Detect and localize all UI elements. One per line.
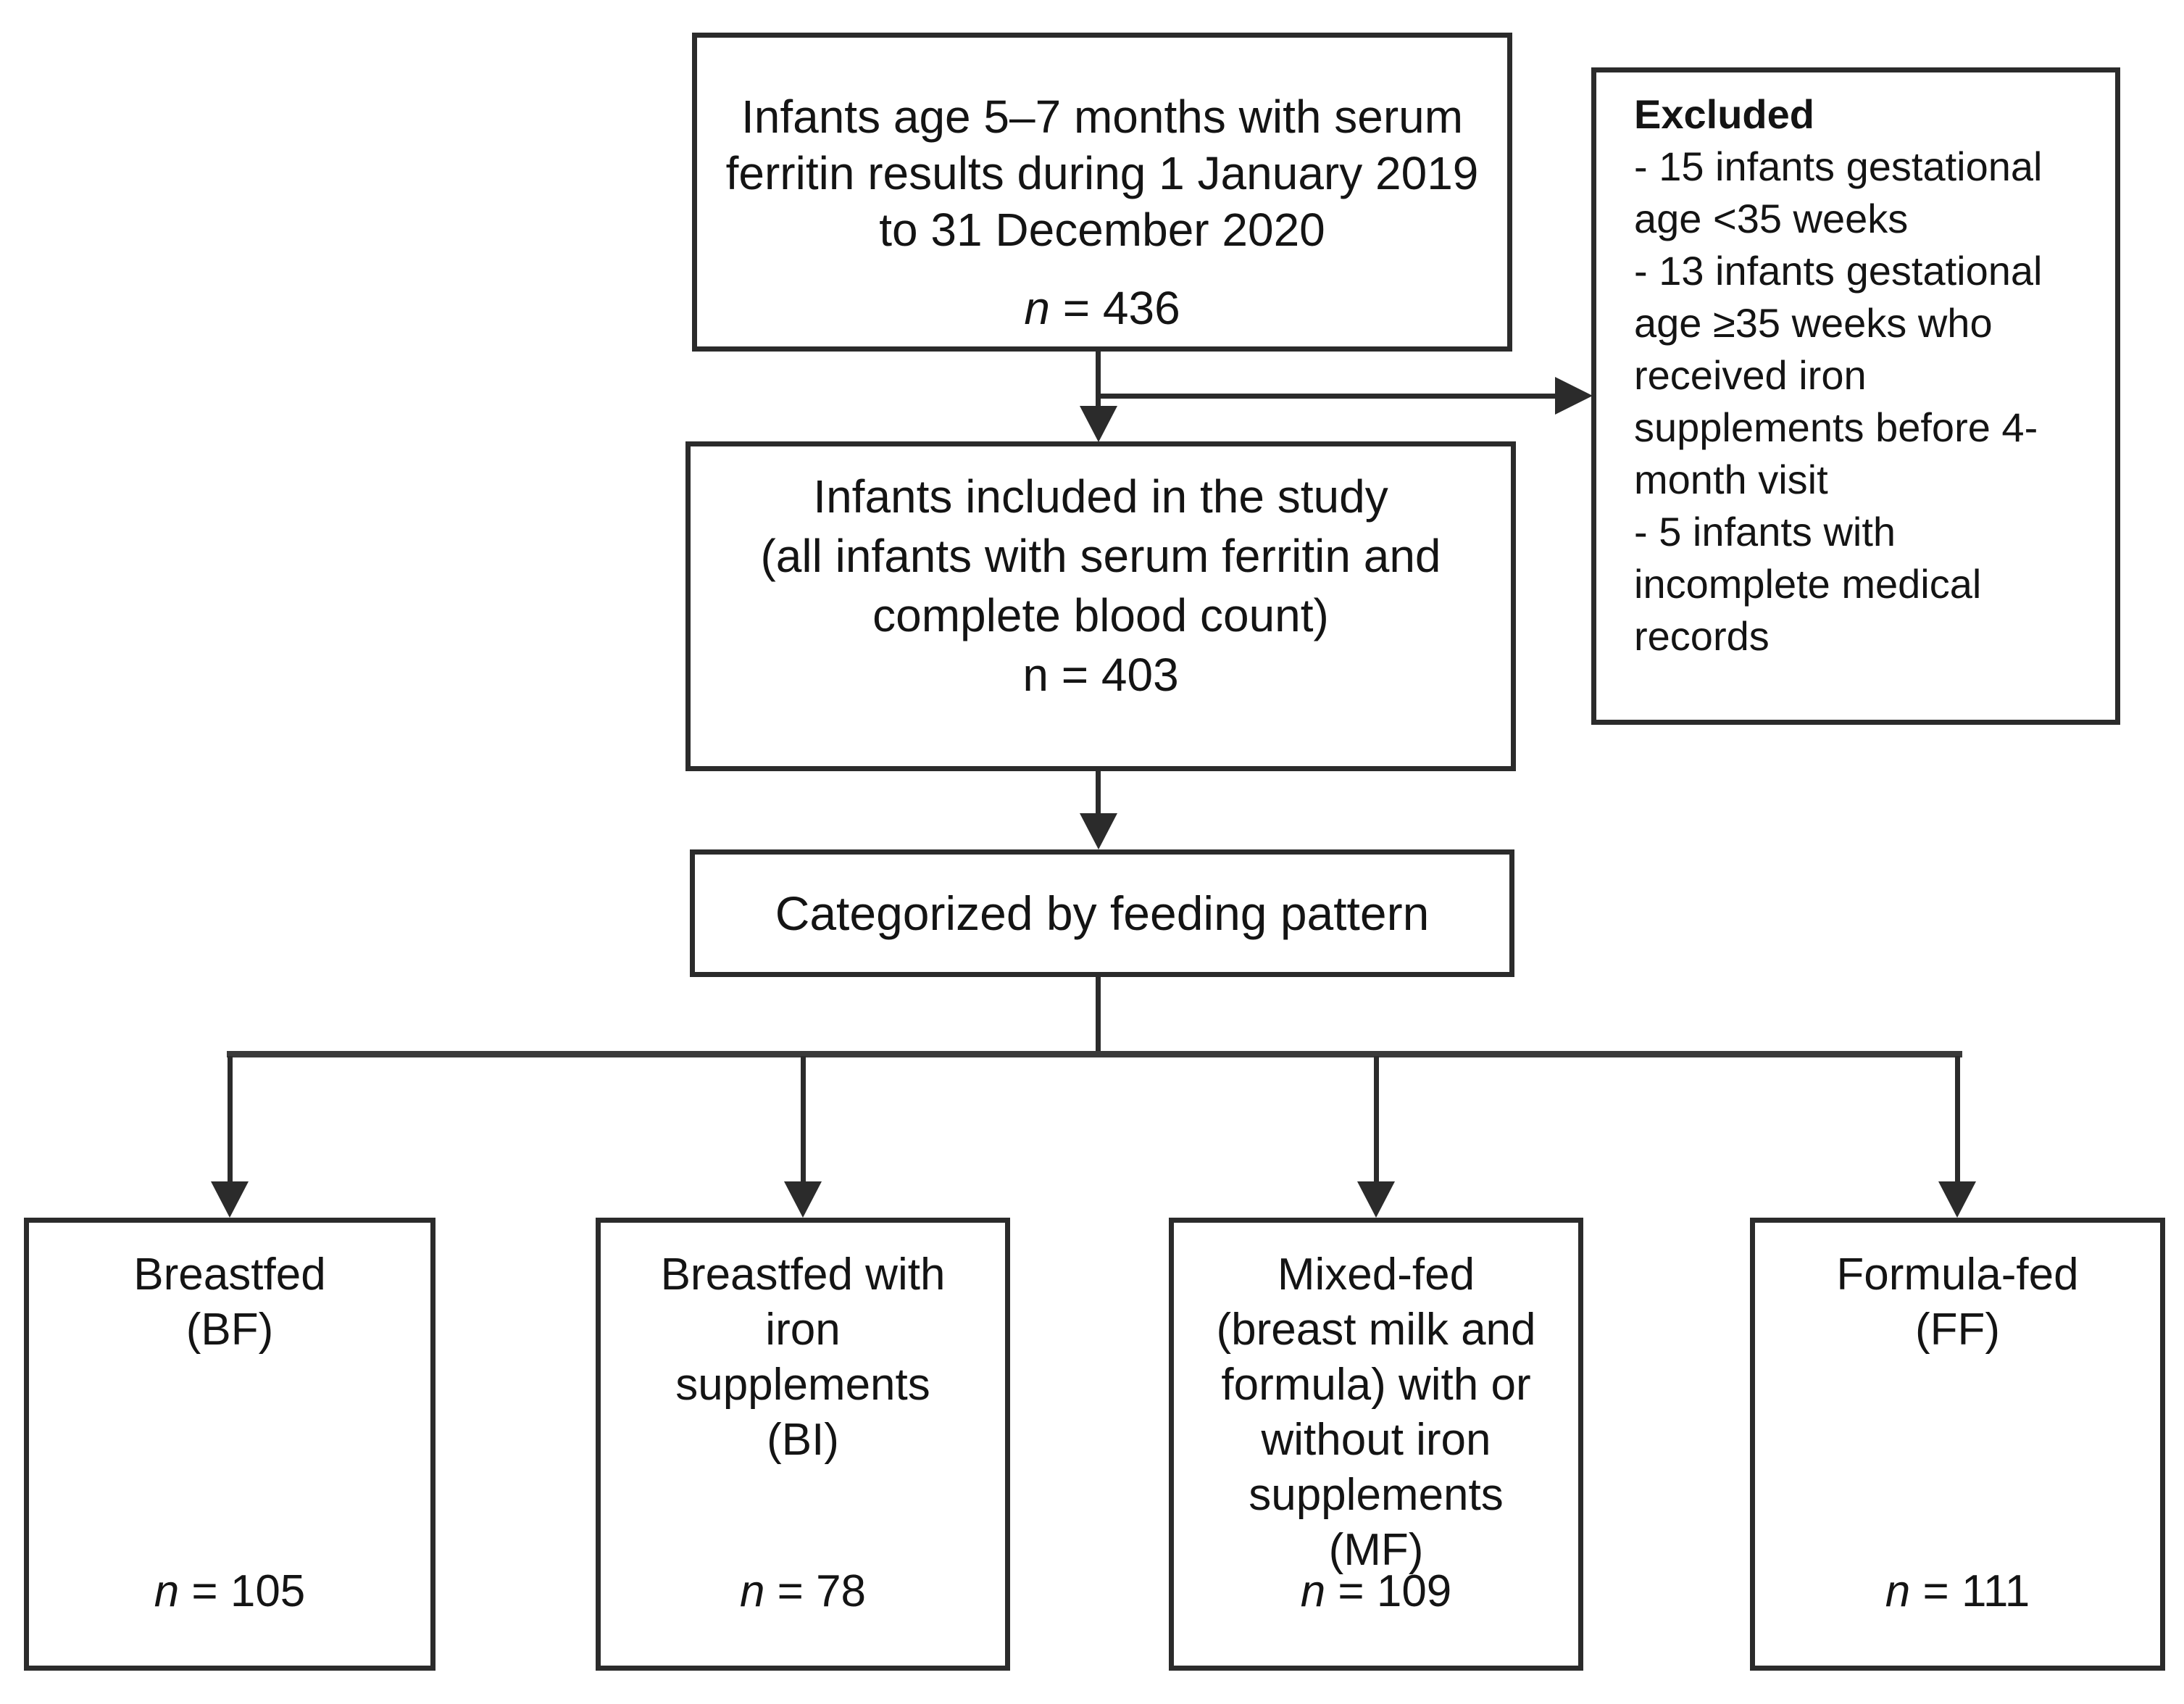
arrow-down-icon [211,1181,249,1218]
n-label: n [739,1566,765,1616]
node-included-text: Infants included in the study (all infant… [691,467,1511,645]
connector-drop-mf [1374,1056,1379,1183]
arrow-down-icon [1938,1181,1976,1218]
n-label: n [1022,649,1049,701]
connector-drop-bi [801,1056,806,1183]
text-line: supplements [675,1360,930,1410]
text-line: - 5 infants with incomplete medical reco… [1634,509,1982,659]
text-line: iron [765,1305,841,1355]
text-line: to 31 December 2020 [879,204,1325,256]
text-line: supplements [1249,1470,1504,1520]
group-n: n = 78 [601,1564,1005,1619]
connector-drop-bf [228,1056,233,1183]
text-line: Infants age 5–7 months with serum [741,91,1464,143]
text-line: (BI) [767,1415,839,1465]
n-value: = 403 [1048,649,1179,701]
text-line: Mixed-fed [1277,1250,1475,1300]
n-value: = 436 [1049,282,1180,334]
node-group-breastfed: Breastfed(BF) n = 105 [24,1218,435,1671]
group-n: n = 111 [1755,1564,2160,1619]
text-line: Breastfed [133,1250,326,1300]
arrow-right-icon [1555,377,1593,415]
n-value: = 78 [764,1566,867,1616]
node-categorized: Categorized by feeding pattern [690,849,1514,977]
connector-source-to-included [1096,352,1101,410]
arrow-down-icon [1080,406,1117,442]
connector-included-to-categorized [1096,771,1101,816]
n-label: n [1885,1566,1911,1616]
text-line: - 15 infants gestational age <35 weeks [1634,144,2043,241]
node-group-formula-fed: Formula-fed(FF) n = 111 [1750,1218,2165,1671]
text-line: without iron [1261,1415,1491,1465]
n-label: n [1024,282,1050,334]
arrow-down-icon [1357,1181,1395,1218]
n-value: = 109 [1325,1566,1452,1616]
excluded-title: Excluded [1634,91,1814,137]
group-title: Breastfed(BF) [29,1247,430,1358]
connector-distribution-line [227,1051,1962,1057]
text-line: - 13 infants gestational age ≥35 weeks w… [1634,248,2043,502]
text-line: (all infants with serum ferritin and [760,530,1441,582]
n-value: = 111 [1910,1566,2030,1616]
node-excluded: Excluded - 15 infants gestational age <3… [1591,67,2120,725]
n-value: = 105 [179,1566,306,1616]
text-line: (BF) [186,1305,274,1355]
group-n: n = 109 [1174,1564,1578,1619]
text-line: complete blood count) [872,589,1329,641]
n-label: n [1300,1566,1326,1616]
connector-branch-to-excluded [1096,394,1559,399]
node-source-n: n = 436 [697,280,1507,336]
text-line: (FF) [1914,1305,2001,1355]
node-categorized-label: Categorized by feeding pattern [775,886,1430,940]
text-line: formula) with or [1221,1360,1531,1410]
arrow-down-icon [784,1181,822,1218]
text-line: Infants included in the study [813,470,1388,523]
node-included: Infants included in the study (all infant… [685,441,1516,771]
text-line: ferritin results during 1 January 2019 [725,147,1479,199]
text-line: (breast milk and [1216,1305,1536,1355]
text-line: Formula-fed [1836,1250,2079,1300]
node-included-n: n = 403 [691,645,1511,705]
n-label: n [154,1566,180,1616]
connector-categorized-to-split [1096,977,1101,1054]
text-line: (MF) [1328,1525,1424,1575]
group-title: Formula-fed(FF) [1755,1247,2160,1358]
text-line: Breastfed with [660,1250,946,1300]
connector-drop-ff [1955,1056,1960,1183]
excluded-items: - 15 infants gestational age <35 weeks- … [1634,141,2098,662]
group-n: n = 105 [29,1564,430,1619]
arrow-down-icon [1080,813,1117,849]
